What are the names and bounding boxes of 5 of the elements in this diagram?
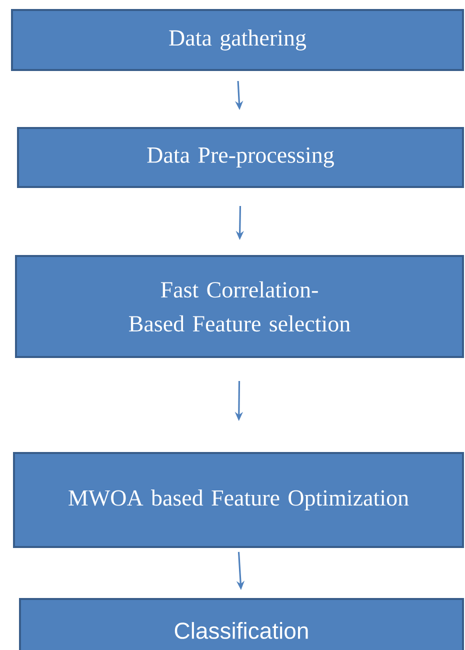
- process-box: Classification: [19, 598, 464, 650]
- process-box: Data gathering: [11, 9, 464, 71]
- process-box: MWOA based Feature Optimization: [13, 452, 464, 548]
- process-box: Data Pre-processing: [17, 127, 464, 188]
- process-box: Fast Correlation-Based Feature selection: [15, 255, 464, 358]
